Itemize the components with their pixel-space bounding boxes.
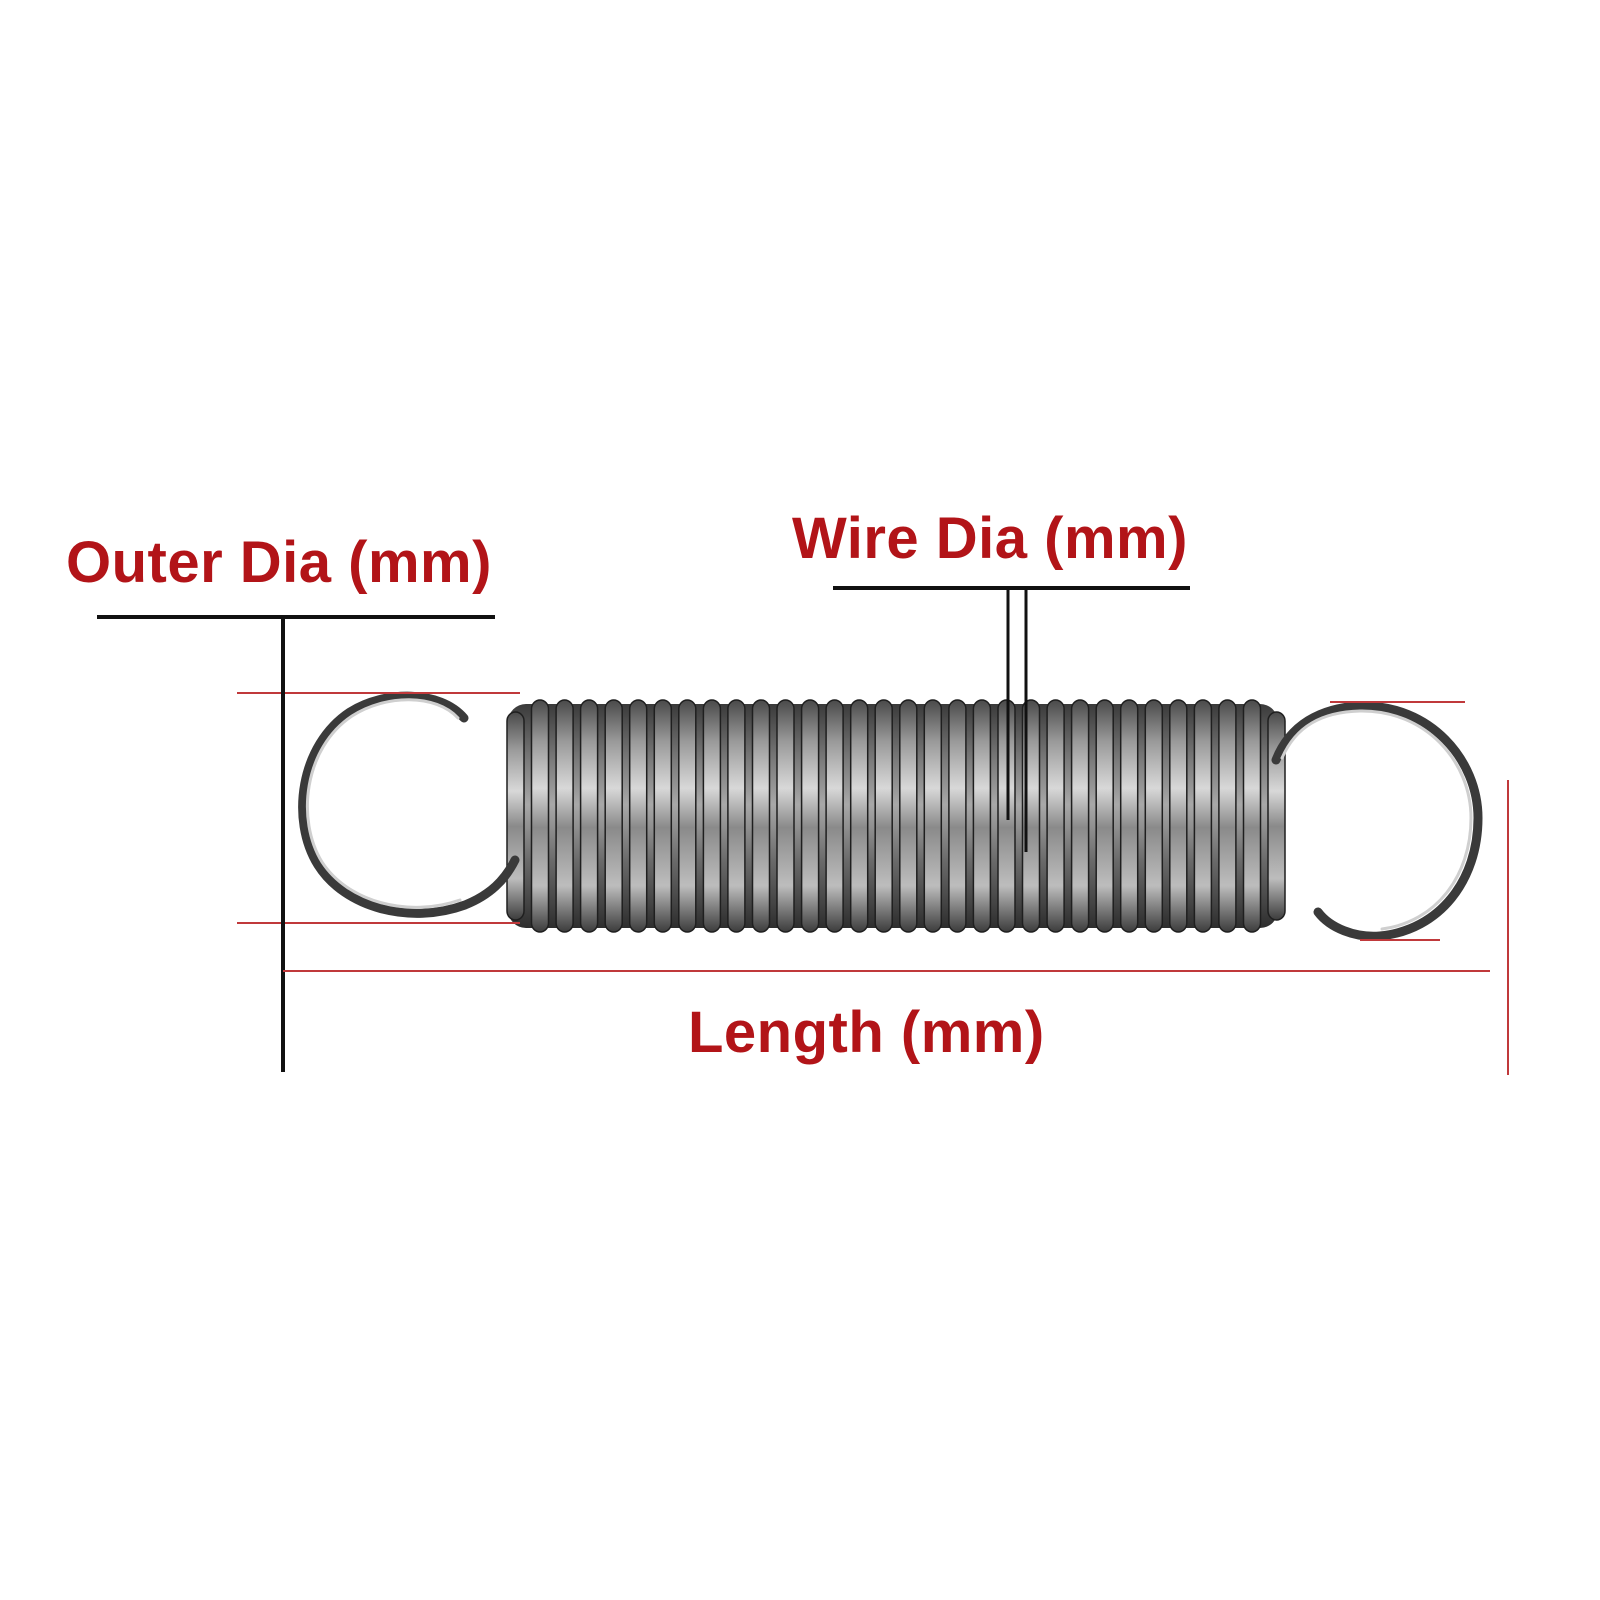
spring-coil bbox=[653, 699, 673, 933]
spring-coil bbox=[948, 699, 967, 933]
outer-dia-label: Outer Dia (mm) bbox=[66, 530, 492, 595]
spring-coil bbox=[1046, 699, 1065, 933]
spring-coil bbox=[678, 699, 697, 933]
spring-coil bbox=[1193, 699, 1213, 933]
spring-coil bbox=[506, 711, 525, 921]
right-hook bbox=[1271, 701, 1483, 941]
spring-coil bbox=[899, 699, 918, 933]
spring-coil bbox=[849, 699, 869, 933]
spring-coil bbox=[874, 699, 893, 933]
spring-coil bbox=[727, 699, 746, 933]
spring-coil bbox=[972, 699, 992, 933]
spring-coil bbox=[555, 699, 574, 933]
spring-coil bbox=[751, 699, 771, 933]
spring-coil bbox=[530, 699, 550, 933]
wire-dia-label: Wire Dia (mm) bbox=[792, 506, 1188, 571]
spring-coils bbox=[506, 699, 1286, 933]
spring-coil bbox=[825, 699, 844, 933]
spring-coil bbox=[776, 699, 795, 933]
length-label: Length (mm) bbox=[688, 1000, 1045, 1065]
spring-coil bbox=[1144, 699, 1164, 933]
spring-coil bbox=[923, 699, 943, 933]
spring-coil bbox=[1242, 699, 1262, 933]
right-hook-highlight bbox=[1280, 709, 1473, 931]
spring-coil bbox=[1070, 699, 1090, 933]
left-hook bbox=[298, 691, 520, 918]
spring-coil bbox=[628, 699, 648, 933]
spring-coil bbox=[579, 699, 599, 933]
left-hook-highlight bbox=[305, 698, 462, 909]
spring-coil bbox=[1267, 711, 1286, 921]
spring-coil bbox=[1119, 699, 1139, 933]
spring-coil bbox=[1095, 699, 1114, 933]
spring-coil bbox=[1169, 699, 1188, 933]
spring-coil bbox=[702, 699, 722, 933]
spring-coil bbox=[800, 699, 820, 933]
spring-coil bbox=[1218, 699, 1237, 933]
spring-coil bbox=[604, 699, 623, 933]
